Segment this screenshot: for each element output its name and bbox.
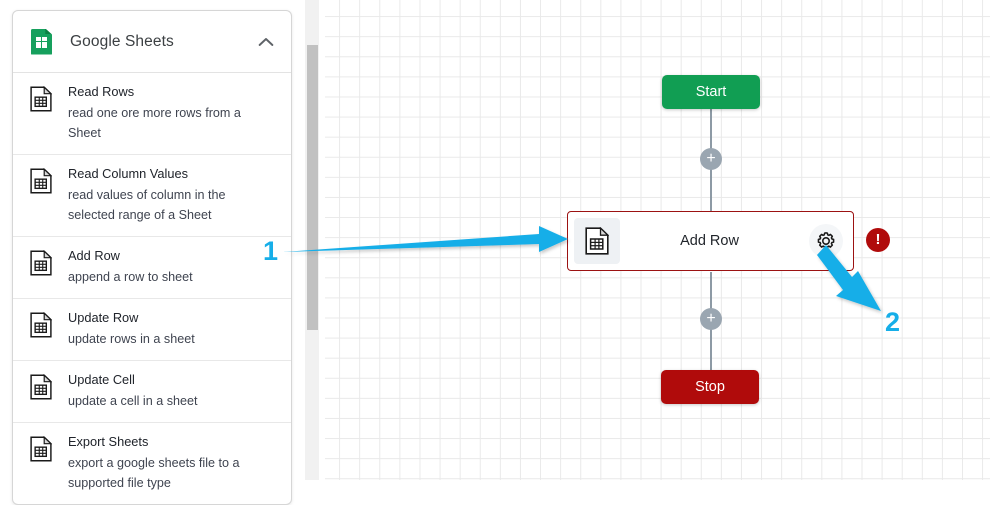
sheet-document-icon	[30, 250, 52, 276]
node-error-badge[interactable]: !	[866, 228, 890, 252]
item-description: update rows in a sheet	[68, 332, 195, 346]
panel-header[interactable]: Google Sheets	[13, 11, 291, 73]
sheet-document-icon	[30, 168, 52, 194]
sidebar-item-update-row[interactable]: Update Row update rows in a sheet	[13, 299, 291, 361]
item-title: Export Sheets	[68, 434, 149, 449]
annotation-number-1: 1	[263, 236, 279, 266]
item-title: Update Cell	[68, 372, 135, 387]
chevron-up-icon[interactable]	[255, 31, 277, 53]
item-description: export a google sheets file to a support…	[68, 456, 240, 490]
item-description: read values of column in the selected ra…	[68, 188, 226, 222]
stop-node[interactable]: Stop	[661, 370, 759, 404]
item-title: Add Row	[68, 248, 120, 263]
item-description: read one ore more rows from a Sheet	[68, 106, 241, 140]
action-node-add-row[interactable]: Add Row	[567, 211, 854, 271]
sheet-document-icon	[30, 436, 52, 462]
plus-icon: +	[706, 310, 716, 327]
gear-icon	[817, 232, 835, 250]
action-node-label: Add Row	[680, 233, 739, 249]
add-step-button-bottom[interactable]: +	[700, 308, 722, 330]
google-sheets-action-panel: Google Sheets Read Rows read one ore mor…	[12, 10, 292, 505]
start-node[interactable]: Start	[662, 75, 760, 109]
add-step-button-top[interactable]: +	[700, 148, 722, 170]
chevron-up-glyph	[258, 37, 274, 46]
item-description: append a row to sheet	[68, 270, 193, 284]
start-node-label: Start	[695, 84, 727, 100]
item-title: Update Row	[68, 310, 139, 325]
item-description: update a cell in a sheet	[68, 394, 198, 408]
sidebar-item-read-column-values[interactable]: Read Column Values read values of column…	[13, 155, 291, 237]
error-exclamation-icon: !	[875, 231, 881, 248]
google-sheets-icon	[31, 28, 52, 55]
stop-node-label: Stop	[695, 379, 725, 395]
sidebar-item-export-sheets[interactable]: Export Sheets export a google sheets fil…	[13, 423, 291, 504]
node-app-icon-box	[574, 218, 620, 264]
sheet-document-icon	[30, 312, 52, 338]
sidebar-item-read-rows[interactable]: Read Rows read one ore more rows from a …	[13, 73, 291, 155]
node-settings-button[interactable]	[809, 224, 843, 258]
panel-title: Google Sheets	[70, 32, 174, 50]
sidebar-item-update-cell[interactable]: Update Cell update a cell in a sheet	[13, 361, 291, 423]
sheet-document-icon	[585, 227, 609, 255]
sheet-document-icon	[30, 86, 52, 112]
sidebar-item-add-row[interactable]: Add Row append a row to sheet	[13, 237, 291, 299]
sidebar-scrollbar-thumb[interactable]	[307, 45, 318, 330]
annotation-number-2: 2	[885, 307, 901, 337]
item-title: Read Column Values	[68, 166, 188, 181]
sheet-document-icon	[30, 374, 52, 400]
plus-icon: +	[706, 150, 716, 167]
item-title: Read Rows	[68, 84, 135, 99]
